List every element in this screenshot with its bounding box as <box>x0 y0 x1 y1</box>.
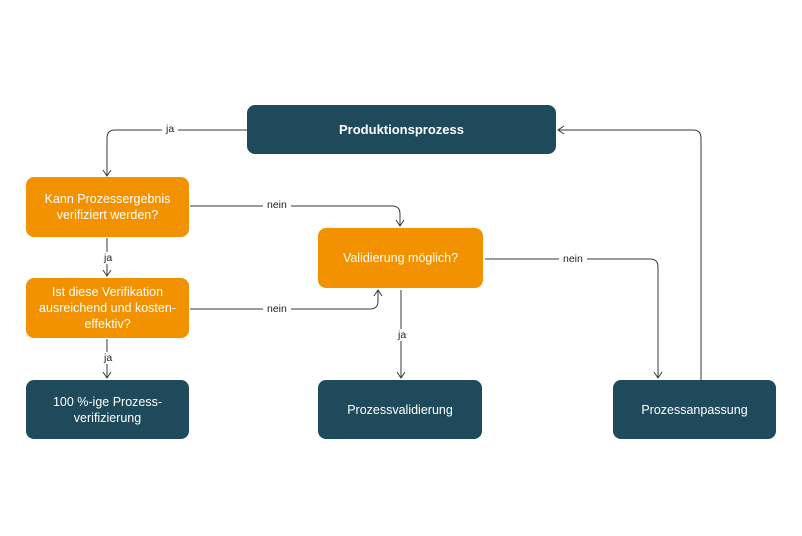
node-prozessvalidierung-label: Prozessvalidierung <box>347 402 453 417</box>
edge-anpassung-to-produktion <box>557 125 702 380</box>
node-validierung-moeglich-label: Validierung möglich? <box>342 251 459 265</box>
node-prozessanpassung-label: Prozessanpassung <box>641 402 748 417</box>
node-produktionsprozess-label: Produktionsprozess <box>339 121 464 137</box>
node-verifizierung-label: 100 %-ige Prozess-verifizierung <box>52 394 163 425</box>
node-ist-verifikation: Ist diese Verifikation ausreichend und k… <box>26 278 189 338</box>
edge-label-ja-validierung: ja <box>394 329 411 341</box>
edge-ist-to-validierung <box>190 289 383 310</box>
node-ist-verifikation-label: Ist diese Verifikation ausreichend und k… <box>39 285 176 331</box>
edge-kann-to-validierung <box>190 205 405 227</box>
node-kann-verifiziert-label: Kann Prozessergebnis verifiziert werden? <box>44 192 171 222</box>
node-kann-verifiziert: Kann Prozessergebnis verifiziert werden? <box>26 177 189 237</box>
node-verifizierung: 100 %-ige Prozess-verifizierung <box>26 380 189 439</box>
node-prozessvalidierung: Prozessvalidierung <box>318 380 482 439</box>
edge-validierung-to-anpassung <box>485 258 663 379</box>
node-validierung-moeglich: Validierung möglich? <box>318 228 483 288</box>
edge-label-nein-validierung: nein <box>559 253 587 265</box>
node-produktionsprozess: Produktionsprozess <box>247 105 556 154</box>
edge-produktion-to-kann <box>102 129 247 177</box>
edge-label-ja-kann: ja <box>100 252 117 264</box>
edge-label-nein-kann: nein <box>263 199 291 211</box>
edge-label-nein-ist: nein <box>263 303 291 315</box>
node-prozessanpassung: Prozessanpassung <box>613 380 776 439</box>
edge-label-ja-top: ja <box>162 123 179 135</box>
edge-label-ja-ist: ja <box>100 352 117 364</box>
